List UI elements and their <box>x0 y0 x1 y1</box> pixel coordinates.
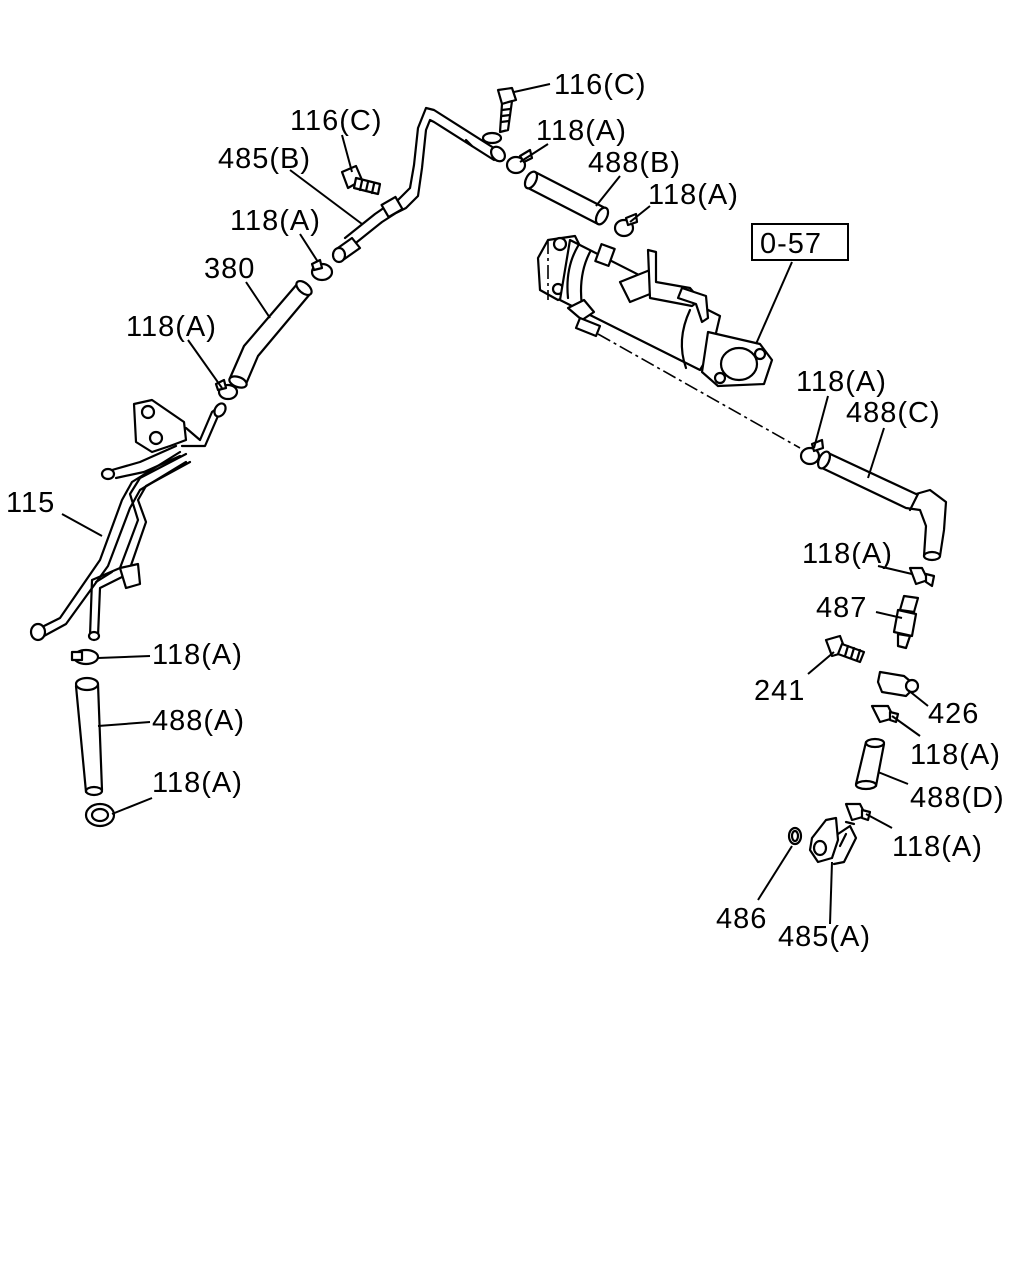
label-485b: 485(B) <box>218 143 311 175</box>
o-ring-486 <box>787 826 803 846</box>
label-118a-h: 118(A) <box>152 639 243 671</box>
label-488b: 488(B) <box>588 147 681 179</box>
label-241: 241 <box>754 675 805 707</box>
clamp-426 <box>876 670 920 698</box>
label-057: 0-57 <box>760 228 822 260</box>
valve-assembly-057 <box>536 234 801 449</box>
hose-380 <box>228 279 313 389</box>
callout-labels: 116(C) 116(C) 118(A) 485(B) 488(B) 118(A… <box>6 69 1005 953</box>
clamp-118a-j <box>844 802 872 822</box>
pipe-assembly-115 <box>29 398 227 642</box>
hose-488a <box>74 676 104 797</box>
label-487: 487 <box>816 592 867 624</box>
label-118a-i: 118(A) <box>152 767 243 799</box>
label-118a-b: 118(A) <box>648 179 739 211</box>
bolt-116c-left <box>340 164 382 196</box>
clamp-118a-i <box>84 802 116 828</box>
label-118a-c: 118(A) <box>230 205 321 237</box>
label-380: 380 <box>204 253 255 285</box>
clamp-118a-d <box>214 378 239 401</box>
hose-488c <box>816 450 948 562</box>
bolt-241 <box>824 634 866 664</box>
clamp-118a-e <box>799 438 825 466</box>
clamp-118a-b <box>613 212 639 238</box>
clamp-118a-top <box>505 148 534 175</box>
pipe-485b <box>331 106 506 264</box>
hose-488b <box>523 170 610 226</box>
bolt-116c-top <box>481 86 518 145</box>
label-118a-f: 118(A) <box>802 538 893 570</box>
label-116c-top: 116(C) <box>554 69 647 101</box>
clamp-118a-c <box>310 258 334 282</box>
label-485a: 485(A) <box>778 921 871 953</box>
label-115: 115 <box>6 487 55 519</box>
label-118a-e: 118(A) <box>796 366 887 398</box>
label-118a-j: 118(A) <box>892 831 983 863</box>
leader-lines <box>61 83 929 925</box>
pipe-fitting-485a <box>808 816 858 866</box>
label-426: 426 <box>928 698 979 730</box>
reference-box-057 <box>751 223 849 261</box>
label-118a-top: 118(A) <box>536 115 627 147</box>
label-486: 486 <box>716 903 767 935</box>
clamp-118a-f <box>908 566 936 588</box>
label-488a: 488(A) <box>152 705 245 737</box>
hose-488d <box>854 737 886 791</box>
clamp-118a-h <box>70 648 100 666</box>
clamp-118a-g <box>870 704 900 724</box>
label-118a-d: 118(A) <box>126 311 217 343</box>
label-488c: 488(C) <box>846 397 941 429</box>
check-valve-487 <box>892 594 920 650</box>
label-488d: 488(D) <box>910 782 1005 814</box>
label-118a-g: 118(A) <box>910 739 1001 771</box>
label-116c-left: 116(C) <box>290 105 383 137</box>
